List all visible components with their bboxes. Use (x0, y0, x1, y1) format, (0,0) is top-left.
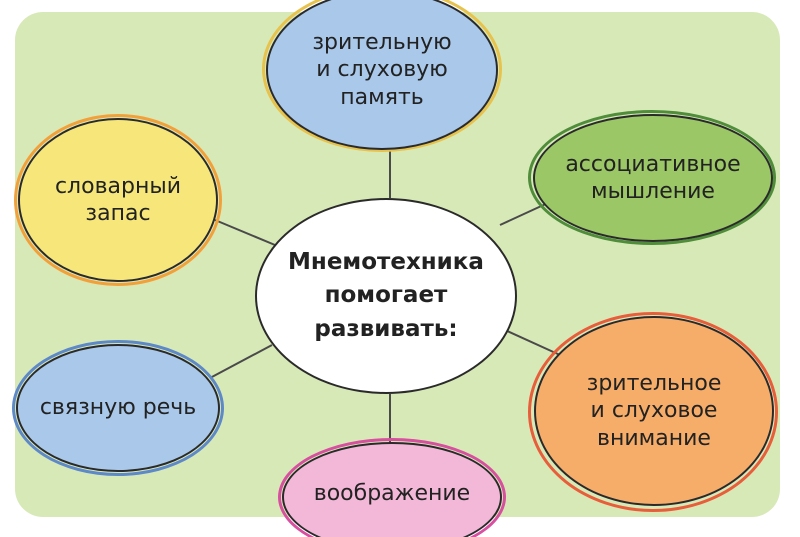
memory-bubble: зрительную и слуховую память (266, 0, 498, 150)
speech-bubble: связную речь (16, 344, 220, 472)
vocabulary-bubble: словарный запас (18, 118, 218, 282)
attention-bubble: зрительное и слуховое внимание (534, 316, 774, 506)
vocabulary-bubble-label: словарный запас (54, 173, 182, 227)
link-attention (504, 329, 561, 356)
imagination-bubble: воображение (282, 442, 502, 537)
thinking-bubble-label: ассоциативное мышление (565, 151, 741, 205)
speech-bubble-label: связную речь (39, 395, 197, 421)
center-bubble: Мнемотехника помогает развивать: (255, 198, 517, 394)
memory-bubble-label: зрительную и слуховую память (312, 29, 452, 110)
attention-bubble-label: зрительное и слуховое внимание (586, 370, 722, 451)
link-thinking (499, 201, 551, 226)
link-speech (209, 344, 273, 379)
imagination-bubble-label: воображение (313, 481, 471, 506)
thinking-bubble: ассоциативное мышление (533, 114, 773, 242)
center-bubble-label: Мнемотехника помогает развивать: (288, 248, 484, 342)
link-vocabulary (214, 219, 276, 246)
